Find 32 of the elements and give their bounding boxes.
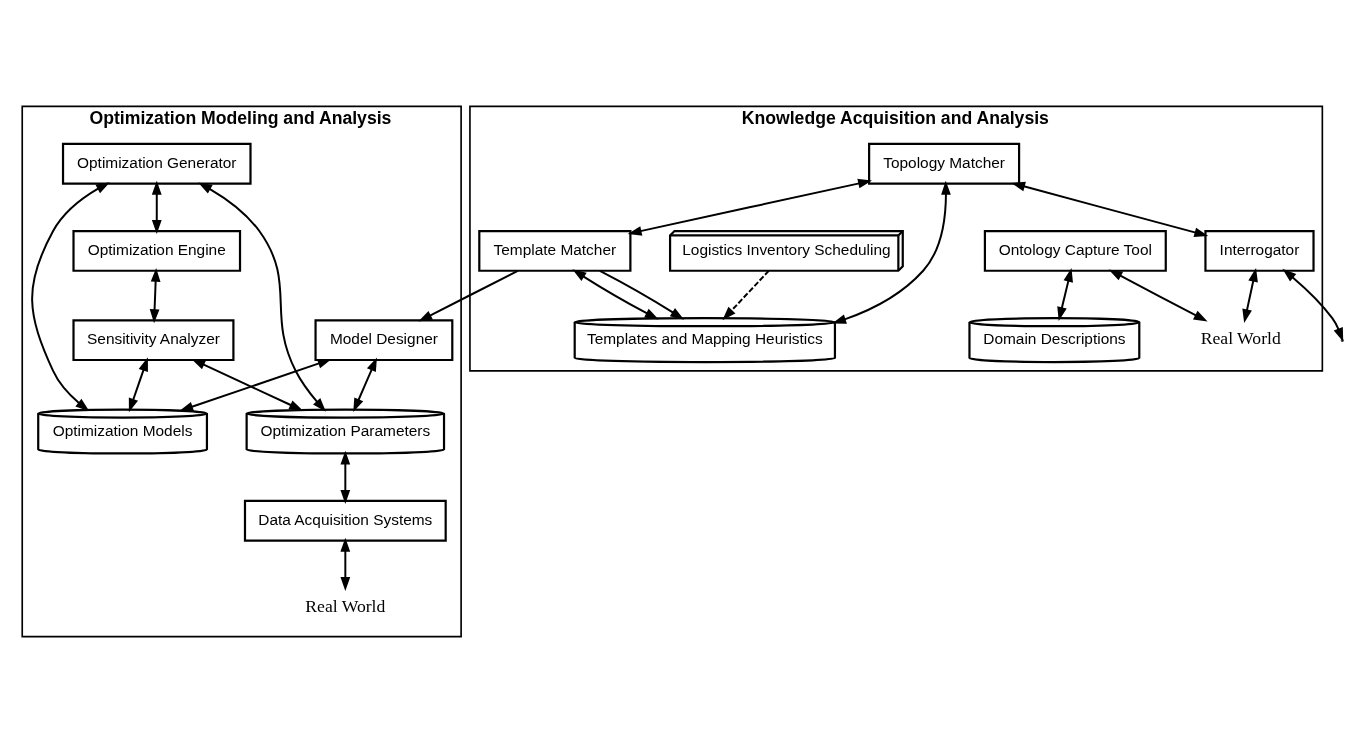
node-box: Optimization Generator [61,142,252,185]
arrow [339,537,350,591]
arrow [627,178,872,236]
arrow [1010,181,1208,238]
node-box: Topology Matcher [867,142,1020,185]
node-box: Sensitivity Analyzer [71,319,234,362]
arrow [1108,269,1208,322]
arrow [352,357,377,413]
arrow [197,182,326,412]
arrow [128,357,148,413]
arrow [30,182,110,412]
node-text: Real World [304,596,385,617]
arrow [1241,267,1258,324]
arrow [1056,267,1073,321]
node-box: Interrogator [1203,229,1315,272]
arrow [831,180,951,324]
arrow [190,358,303,411]
node-box: Optimization Engine [71,229,241,272]
arrow [178,358,332,412]
node-box: Template Matcher [477,229,631,272]
arrow [571,269,659,320]
node-box: Ontology Capture Tool [983,229,1167,272]
arrow [1281,268,1343,342]
arrow [339,450,350,504]
arrow [721,269,770,321]
arrow [417,269,519,322]
arrow [151,180,162,234]
node-text: Real World [1200,328,1281,349]
node-box: Model Designer [313,319,453,362]
arrow [149,267,160,324]
node-box: Data Acquisition Systems [243,499,447,542]
arrow [598,269,684,320]
